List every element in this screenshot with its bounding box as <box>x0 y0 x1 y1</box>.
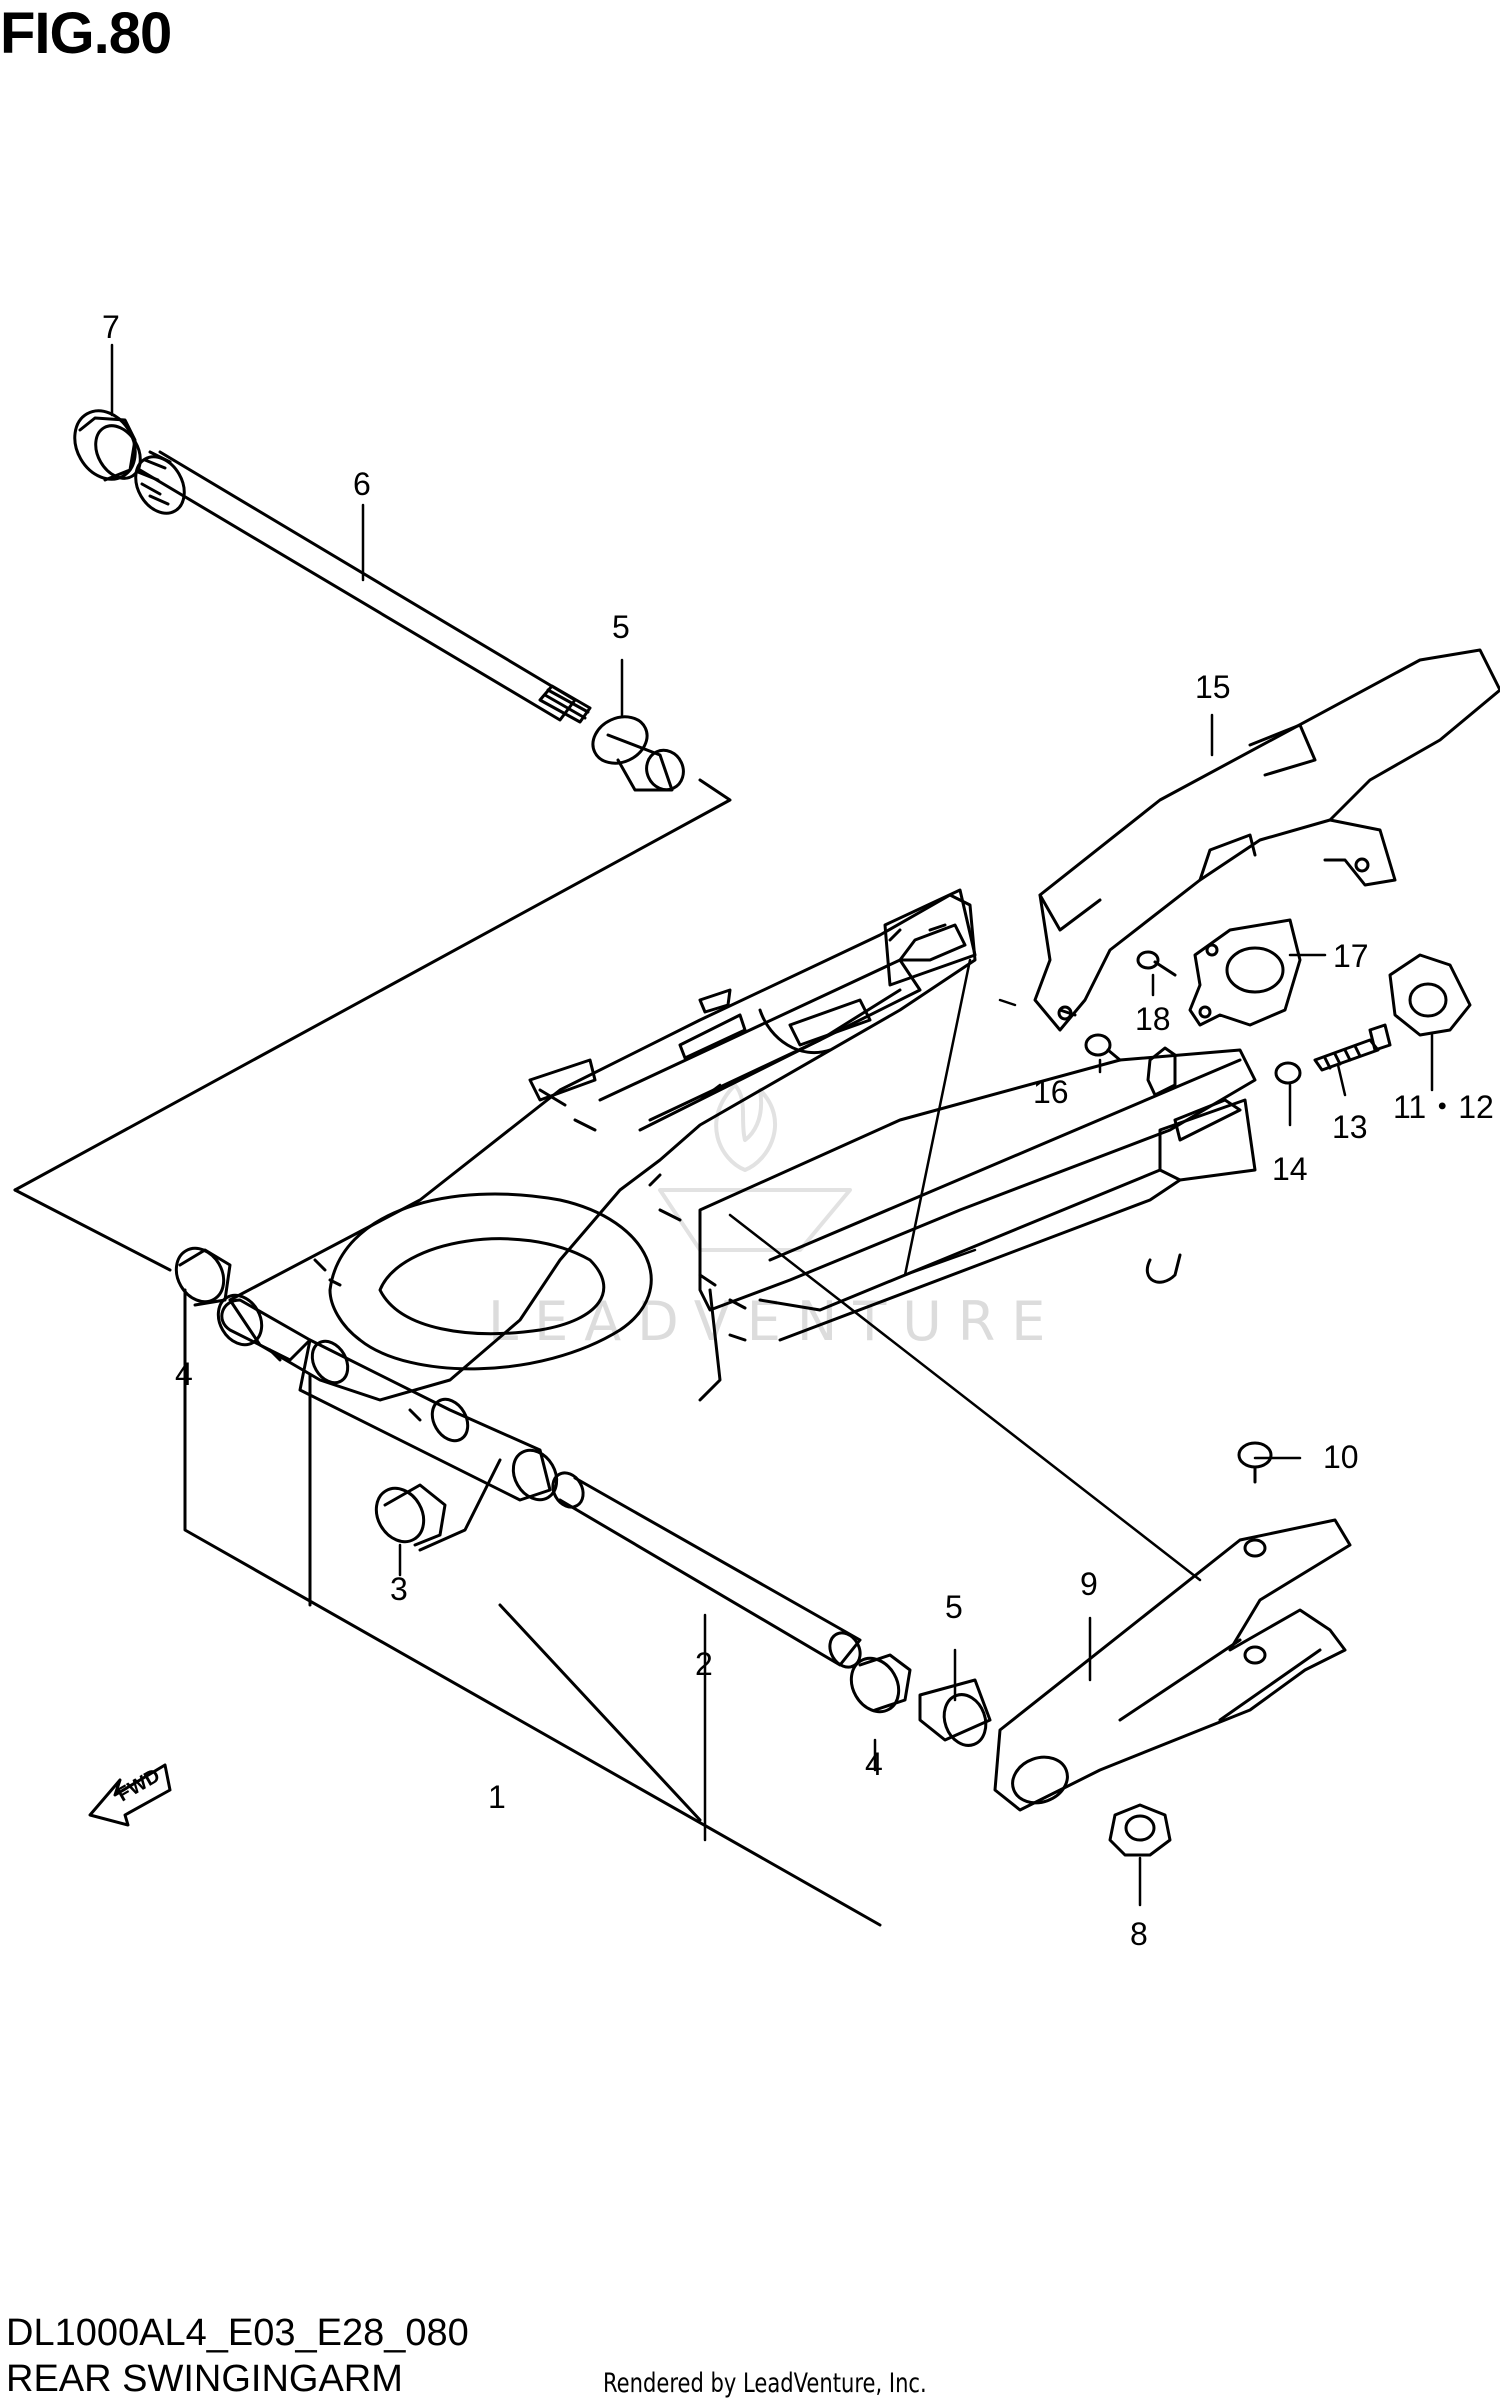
render-credit: Rendered by LeadVenture, Inc. <box>603 2368 927 2399</box>
callout-4-left: 4 <box>175 1356 193 1392</box>
part-9-chain-buffer <box>993 1518 1352 1812</box>
leader-dashed-left <box>13 778 732 1192</box>
part-11-12-adjuster <box>1388 953 1472 1037</box>
callout-18: 18 <box>1135 1001 1171 1037</box>
part-14-washer <box>1274 1061 1302 1085</box>
callout-15: 15 <box>1195 669 1231 705</box>
callout-4-right: 4 <box>865 1746 883 1782</box>
part-16-screw <box>1084 1033 1122 1062</box>
part-17-plate <box>1188 918 1302 1027</box>
callout-5-lower: 5 <box>945 1589 963 1625</box>
callout-2: 2 <box>695 1646 713 1682</box>
watermark-logo <box>658 1083 852 1252</box>
part-4-left-bearing <box>174 1246 232 1307</box>
callout-leaders <box>110 343 1434 1907</box>
part-7-lock-nut <box>73 409 142 482</box>
diagram-code: DL1000AL4_E03_E28_080 <box>6 2312 469 2354</box>
callout-3: 3 <box>390 1571 408 1607</box>
part-3-bearing <box>374 1483 447 1547</box>
callout-9: 9 <box>1080 1566 1098 1602</box>
part-1-swingarm <box>216 888 1257 1502</box>
callout-17: 17 <box>1333 938 1369 974</box>
part-13-bolt <box>1313 1023 1392 1072</box>
callout-13: 13 <box>1332 1109 1368 1145</box>
part-4-right-bearing <box>849 1653 912 1714</box>
callout-7: 7 <box>102 309 120 345</box>
leader-left-bottom <box>13 1188 172 1272</box>
callout-14: 14 <box>1272 1151 1308 1187</box>
part-15-chain-cover <box>1033 648 1500 1032</box>
part-5-upper-bushing <box>591 715 685 792</box>
leader-part-1 <box>183 1288 882 1927</box>
callout-11-12: 11・12 <box>1393 1089 1494 1125</box>
part-10-screw <box>1237 1441 1273 1484</box>
callout-1: 1 <box>488 1779 506 1815</box>
callout-5-upper: 5 <box>612 609 630 645</box>
part-5-lower-bushing <box>918 1678 992 1747</box>
callout-6: 6 <box>353 466 371 502</box>
figure-title: FIG.80 <box>0 1 172 66</box>
callout-10: 10 <box>1323 1439 1359 1475</box>
part-8-nut <box>1108 1803 1172 1857</box>
fwd-arrow-icon <box>88 1763 172 1827</box>
part-18-screw <box>1136 950 1177 977</box>
fwd-label: FWD <box>114 1765 164 1807</box>
part-6-pivot-shaft <box>134 450 592 724</box>
callout-16: 16 <box>1033 1074 1069 1110</box>
bracket <box>1146 1046 1177 1097</box>
callout-8: 8 <box>1130 1916 1148 1952</box>
diagram-caption: REAR SWINGINGARM <box>6 2358 403 2400</box>
part-2-pipe <box>551 1471 862 1669</box>
